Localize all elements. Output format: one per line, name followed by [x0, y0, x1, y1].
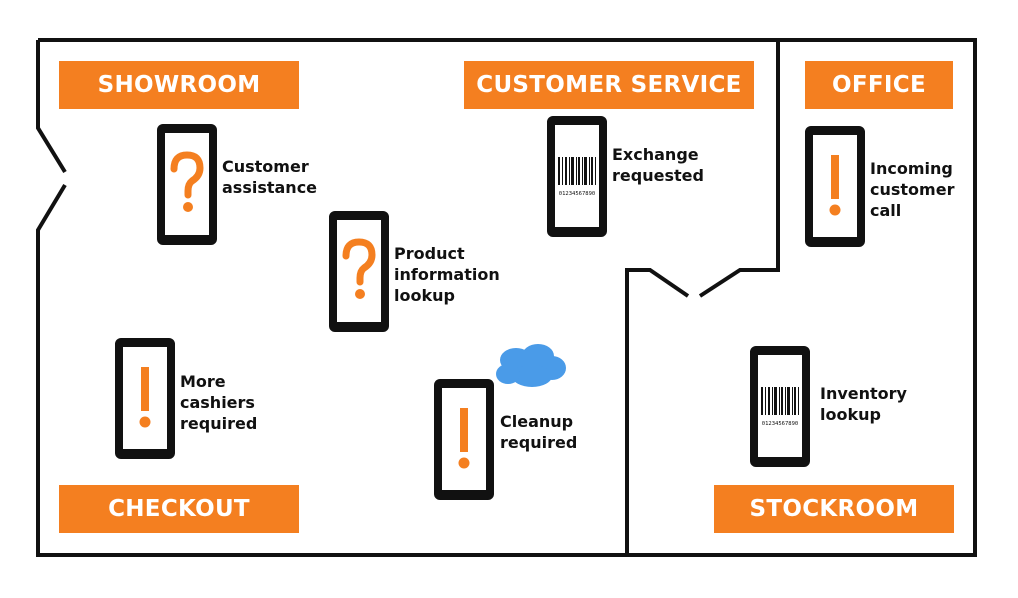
device-screen — [337, 220, 381, 322]
device-screen: 01234567890 — [555, 125, 599, 227]
callout-customer-assistance: Customer assistance — [222, 156, 317, 198]
mobile-device — [805, 126, 865, 247]
callout-line: Customer — [222, 157, 309, 176]
callout-line: required — [500, 433, 578, 452]
callout-line: requested — [612, 166, 704, 185]
zone-label-showroom: SHOWROOM — [59, 61, 299, 109]
callout-line: required — [180, 414, 258, 433]
spill-icon — [496, 344, 566, 387]
callout-line: assistance — [222, 178, 318, 197]
callout-line: Inventory — [820, 384, 907, 403]
barcode-number: 01234567890 — [559, 191, 595, 197]
device-screen — [165, 133, 209, 235]
callout-cleanup-required: Cleanup required — [500, 411, 577, 453]
exclamation-mark-icon — [139, 367, 151, 428]
callout-line: call — [870, 201, 902, 220]
callout-line: Incoming — [870, 159, 953, 178]
barcode-icon: 01234567890 — [558, 157, 596, 197]
question-mark-icon — [342, 238, 376, 299]
mobile-device — [157, 124, 217, 245]
callout-line: More — [180, 372, 226, 391]
mobile-device: 01234567890 — [750, 346, 810, 467]
zone-label-stockroom: STOCKROOM — [714, 485, 954, 533]
mobile-device — [115, 338, 175, 459]
callout-line: Exchange — [612, 145, 699, 164]
device-screen — [123, 347, 167, 449]
callout-line: Cleanup — [500, 412, 574, 431]
callout-line: information — [394, 265, 500, 284]
mobile-device: 01234567890 — [547, 116, 607, 237]
question-mark-icon — [170, 151, 204, 212]
zone-label-customer-service: CUSTOMER SERVICE — [464, 61, 754, 109]
callout-exchange-requested: Exchange requested — [612, 144, 704, 186]
barcode-number: 01234567890 — [762, 421, 798, 427]
mobile-device — [329, 211, 389, 332]
callout-line: lookup — [820, 405, 881, 424]
callout-line: Product — [394, 244, 465, 263]
callout-more-cashiers-required: More cashiers required — [180, 371, 257, 434]
callout-line: customer — [870, 180, 955, 199]
callout-incoming-customer-call: Incoming customer call — [870, 158, 954, 221]
device-screen: 01234567890 — [758, 355, 802, 457]
device-screen — [813, 135, 857, 237]
callout-line: lookup — [394, 286, 455, 305]
mobile-device — [434, 379, 494, 500]
device-screen — [442, 388, 486, 490]
zone-label-checkout: CHECKOUT — [59, 485, 299, 533]
callout-line: cashiers — [180, 393, 255, 412]
exclamation-mark-icon — [829, 155, 841, 216]
zone-label-office: OFFICE — [805, 61, 953, 109]
callout-product-information-lookup: Product information lookup — [394, 243, 500, 306]
callout-inventory-lookup: Inventory lookup — [820, 383, 907, 425]
barcode-icon: 01234567890 — [761, 387, 799, 427]
exclamation-mark-icon — [458, 408, 470, 469]
